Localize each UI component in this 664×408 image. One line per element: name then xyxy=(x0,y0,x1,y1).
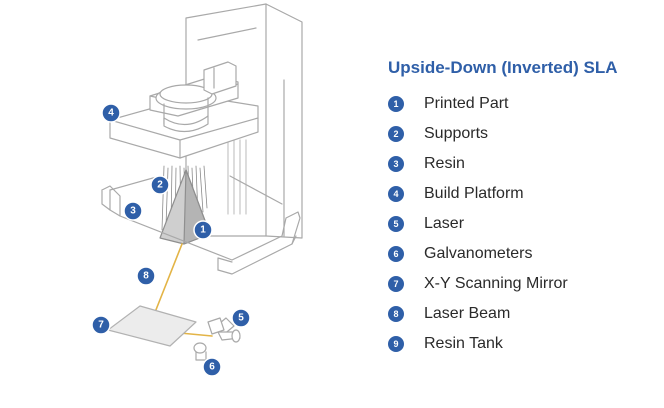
legend-number-badge: 5 xyxy=(388,216,404,232)
legend-number-badge: 8 xyxy=(388,306,404,322)
marker-4-build-platform: 4 xyxy=(101,103,121,123)
svg-text:5: 5 xyxy=(238,313,244,324)
legend-item-xy-scanning-mirror: 7 X-Y Scanning Mirror xyxy=(388,269,658,299)
z-axis-rails xyxy=(227,139,247,215)
marker-2-supports: 2 xyxy=(150,175,170,195)
legend-number-badge: 6 xyxy=(388,246,404,262)
legend-item-galvanometers: 6 Galvanometers xyxy=(388,239,658,269)
legend-item-label: Build Platform xyxy=(424,185,524,202)
legend-list: 1 Printed Part 2 Supports 3 Resin 4 Buil… xyxy=(388,89,658,359)
legend-item-label: Galvanometers xyxy=(424,245,533,262)
legend-panel: Upside-Down (Inverted) SLA 1 Printed Par… xyxy=(388,58,658,359)
svg-text:1: 1 xyxy=(200,225,206,236)
legend-number-badge: 7 xyxy=(388,276,404,292)
marker-5-laser: 5 xyxy=(231,308,251,328)
svg-text:4: 4 xyxy=(108,108,114,119)
svg-text:3: 3 xyxy=(130,206,136,217)
build-platform xyxy=(109,61,259,159)
legend-item-label: X-Y Scanning Mirror xyxy=(424,275,568,292)
legend-title: Upside-Down (Inverted) SLA xyxy=(388,58,618,77)
legend-item-label: Laser Beam xyxy=(424,305,511,322)
legend-number-badge: 2 xyxy=(388,126,404,142)
legend-item-label: Laser xyxy=(424,215,465,232)
marker-8-laser-beam: 8 xyxy=(136,266,156,286)
legend-item-supports: 2 Supports xyxy=(388,119,658,149)
xy-scanning-mirror xyxy=(107,305,197,347)
legend-number-badge: 9 xyxy=(388,336,404,352)
legend-item-label: Resin Tank xyxy=(424,335,503,352)
marker-1-printed-part: 1 xyxy=(193,220,213,240)
legend-item-label: Printed Part xyxy=(424,95,509,112)
legend-number-badge: 1 xyxy=(388,96,404,112)
legend-item-laser-beam: 8 Laser Beam xyxy=(388,299,658,329)
svg-text:2: 2 xyxy=(157,180,163,191)
legend-item-laser: 5 Laser xyxy=(388,209,658,239)
svg-text:7: 7 xyxy=(98,320,104,331)
laser-unit xyxy=(207,317,241,343)
legend-item-resin-tank: 9 Resin Tank xyxy=(388,329,658,359)
legend-item-label: Resin xyxy=(424,155,465,172)
marker-3-resin: 3 xyxy=(123,201,143,221)
marker-7-xy-scanning-mirror: 7 xyxy=(91,315,111,335)
legend-item-printed-part: 1 Printed Part xyxy=(388,89,658,119)
legend-number-badge: 3 xyxy=(388,156,404,172)
legend-item-build-platform: 4 Build Platform xyxy=(388,179,658,209)
legend-item-resin: 3 Resin xyxy=(388,149,658,179)
svg-text:6: 6 xyxy=(209,362,215,373)
legend-item-label: Supports xyxy=(424,125,489,142)
resin-tank xyxy=(101,175,301,275)
svg-text:8: 8 xyxy=(143,271,149,282)
legend-number-badge: 4 xyxy=(388,186,404,202)
marker-6-galvanometers: 6 xyxy=(202,357,222,377)
